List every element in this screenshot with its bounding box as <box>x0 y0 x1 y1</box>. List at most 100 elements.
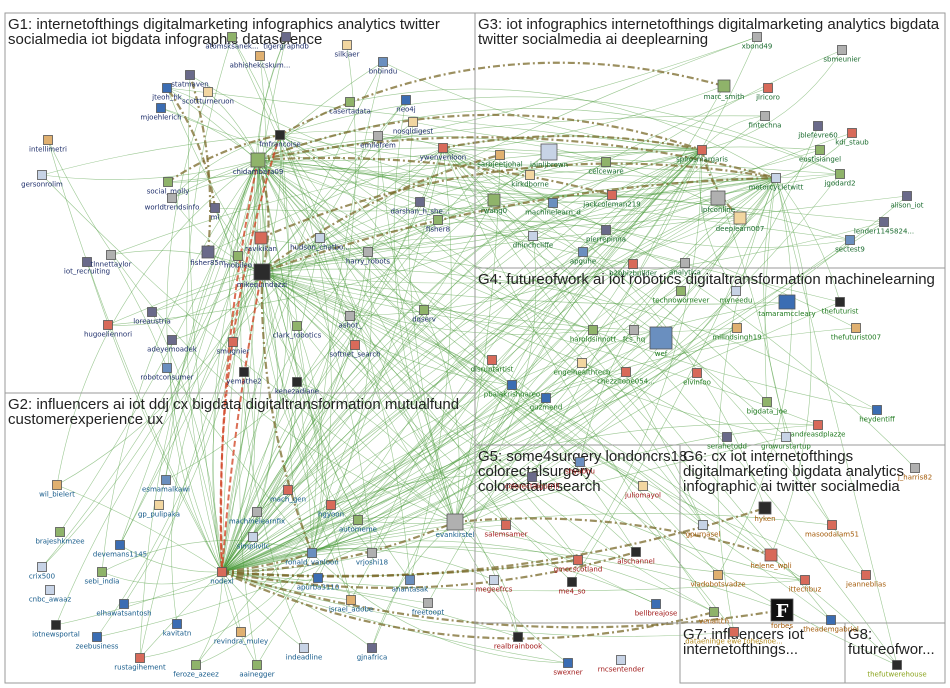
node-deeplearn007[interactable]: deeplearn007 <box>716 211 765 233</box>
node-abhishekcskum[interactable]: abhishekcskum... <box>230 51 291 70</box>
node-chezzitone054[interactable]: chezzitone054... <box>597 367 655 386</box>
node-simplivllc[interactable]: simplivllc <box>237 532 270 551</box>
node-darshan_h_she[interactable]: darshan_h_she... <box>391 197 450 216</box>
node-rncsentender[interactable]: rncsentender <box>598 655 645 674</box>
node-jlricoro[interactable]: jlricoro <box>755 83 780 102</box>
node-sarbjeetjohal[interactable]: sarbjeetjohal <box>477 150 523 169</box>
node-adeyemoadek[interactable]: adeyemoadek <box>147 335 198 354</box>
node-wil_bielert[interactable]: wil_bielert <box>39 480 75 499</box>
node-jgodard2[interactable]: jgodard2 <box>823 169 856 188</box>
node-disruptartist[interactable]: disruptartist <box>471 355 514 374</box>
node-worldtrendsinfo[interactable]: worldtrendsinfo <box>145 193 200 212</box>
node-aainegger[interactable]: aainegger <box>239 660 275 679</box>
node-jeanneblias[interactable]: jeanneblias <box>845 570 886 589</box>
node-venaltch[interactable]: venaltch <box>699 607 729 626</box>
node-forbes[interactable]: forbes <box>770 598 794 630</box>
node-evankirstel[interactable]: evankirstel <box>436 513 475 539</box>
node-spirosmargaris[interactable]: spirosmargaris <box>676 145 728 164</box>
node-clark_robotics[interactable]: clark_robotics <box>273 321 322 340</box>
node-colorectalgutrill[interactable]: colorectalgutrill <box>505 472 560 491</box>
node-andreasdplazze[interactable]: andreasdplazze <box>791 420 846 439</box>
node-apguhe[interactable]: apguhe <box>570 247 596 266</box>
node-atomsksanek[interactable]: atomsksanek... <box>205 32 259 51</box>
node-pierrepinna[interactable]: pierrepinna <box>586 225 626 244</box>
node-machinelearnfix[interactable]: machinelearnfix <box>229 507 285 526</box>
node-kenezadiane[interactable]: kenezadiane <box>275 377 319 396</box>
node-hgyoon[interactable]: hgyoon <box>318 500 344 519</box>
node-megeefrcs[interactable]: megeefrcs <box>476 575 513 594</box>
node-loreaustria[interactable]: loreaustria <box>133 307 171 326</box>
node-theademgabriel[interactable]: theademgabriel <box>803 615 859 634</box>
node-sebi_india[interactable]: sebi_india <box>85 567 120 586</box>
node-gersonrolim[interactable]: gersonrolim <box>21 170 63 189</box>
node-shyabhu[interactable]: shyabhu <box>565 457 595 476</box>
node-fcs_hq[interactable]: fcs_hq <box>623 325 645 344</box>
node-vladobotsvadze[interactable]: vladobotsvadze <box>690 570 746 589</box>
node-hyken[interactable]: hyken <box>754 501 776 523</box>
node-eustisiangel[interactable]: eustisiangel <box>799 145 841 164</box>
node-wef[interactable]: wef <box>649 326 673 358</box>
node-sectest9[interactable]: sectest9 <box>835 235 865 254</box>
node-vrjoshi18[interactable]: vrjoshi18 <box>356 548 388 567</box>
node-silkjaer[interactable]: silkjaer <box>334 40 360 59</box>
node-kavitatn[interactable]: kavitatn <box>163 619 192 638</box>
node-mjoehlerich[interactable]: mjoehlerich <box>140 103 182 122</box>
node-brajeshkmzee[interactable]: brajeshkmzee <box>35 527 85 546</box>
node-tlnnettaylor[interactable]: tlnnettaylor <box>91 250 132 269</box>
node-masoodalam51[interactable]: masoodalam51 <box>805 520 859 539</box>
node-celceware[interactable]: celceware <box>588 157 624 176</box>
node-milindsingh19[interactable]: milindsingh19 <box>712 323 762 342</box>
node-scottturneruon[interactable]: scottturneruon <box>182 87 234 106</box>
node-helene_wpli[interactable]: helene_wpli <box>750 548 792 570</box>
node-fmfrancoise[interactable]: fmfrancoise <box>259 130 301 149</box>
node-smugnier[interactable]: smugnier <box>217 337 250 356</box>
node-motorcycletwitt[interactable]: motorcycletwitt <box>749 173 804 192</box>
node-rwang0[interactable]: rwang0 <box>481 193 507 215</box>
node-israel_adobe[interactable]: israel_adobe <box>329 595 373 614</box>
node-thefutwerehouse[interactable]: thefutwerehouse <box>867 660 927 679</box>
node-bellbreajose[interactable]: bellbreajose <box>635 599 678 618</box>
node-jblefevre60[interactable]: jblefevre60 <box>797 121 838 140</box>
node-salemsamer[interactable]: salemsamer <box>485 520 528 539</box>
node-casertadata[interactable]: casertadata <box>329 97 371 116</box>
node-automeme[interactable]: automeme <box>339 515 377 534</box>
node-freetoopt[interactable]: freetoopt <box>412 598 445 617</box>
node-hugoeliennori[interactable]: hugoeliennori <box>84 320 132 339</box>
node-chidambara09[interactable]: chidambara09 <box>233 152 284 176</box>
node-nosqldigest[interactable]: nosqldigest <box>393 117 434 136</box>
node-alschannel[interactable]: alschannel <box>617 547 655 566</box>
node-jackcoleman219[interactable]: jackcoleman219 <box>582 190 641 209</box>
node-ittechbuz[interactable]: ittechbuz <box>789 575 822 594</box>
node-lpfconline[interactable]: lpfconline <box>701 190 735 214</box>
node-neo4j[interactable]: neo4j <box>396 95 416 114</box>
node-juliomayol[interactable]: juliomayol <box>624 481 661 500</box>
node-softnet_search[interactable]: softnet_search <box>329 340 381 359</box>
node-social_molly[interactable]: social_molly <box>147 177 190 196</box>
node-growurstartup[interactable]: growurstartup <box>761 432 811 451</box>
node-alison_iot[interactable]: alison_iot <box>890 191 924 210</box>
node-tamaramccleary[interactable]: tamaramccleary <box>758 294 816 318</box>
node-bnbindu[interactable]: bnbindu <box>369 57 398 76</box>
node-tigergraphdb[interactable]: tigergraphdb <box>263 32 309 51</box>
node-harry_robots[interactable]: harry_robots <box>346 247 390 266</box>
node-ronald_vanloon[interactable]: ronald_vanloon <box>285 548 339 567</box>
node-statmaven[interactable]: statmaven <box>171 70 209 89</box>
node-mobileo[interactable]: mobileo <box>224 251 252 270</box>
node-iainljbrown[interactable]: iainljbrown <box>530 143 568 169</box>
node-ml[interactable]: ml <box>210 203 220 222</box>
node-dhinchcliffe[interactable]: dhinchcliffe <box>513 231 553 250</box>
node-analytica[interactable]: analytica <box>669 258 701 277</box>
node-elhawatsantosh[interactable]: elhawatsantosh <box>96 599 152 618</box>
node-ravikikan[interactable]: ravikikan <box>245 231 277 253</box>
node-pbalakrishnareo[interactable]: pbalakrishnareo <box>484 380 540 399</box>
node-robotconsumer[interactable]: robotconsumer <box>140 363 194 382</box>
node-kirkdborne[interactable]: kirkdborne <box>511 170 549 189</box>
node-intellimetri[interactable]: intellimetri <box>29 135 67 154</box>
node-thefuturist007[interactable]: thefuturist007 <box>831 323 881 342</box>
node-esmamalkawi[interactable]: esmamalkawi <box>142 475 190 494</box>
node-technowornever[interactable]: technowornever <box>653 286 710 305</box>
node-rustagihement[interactable]: rustagihement <box>114 653 166 672</box>
node-swexner[interactable]: swexner <box>553 658 583 677</box>
node-anantasak[interactable]: anantasak <box>392 575 429 594</box>
node-ywenvenloon[interactable]: ywenvenloon <box>420 143 466 162</box>
